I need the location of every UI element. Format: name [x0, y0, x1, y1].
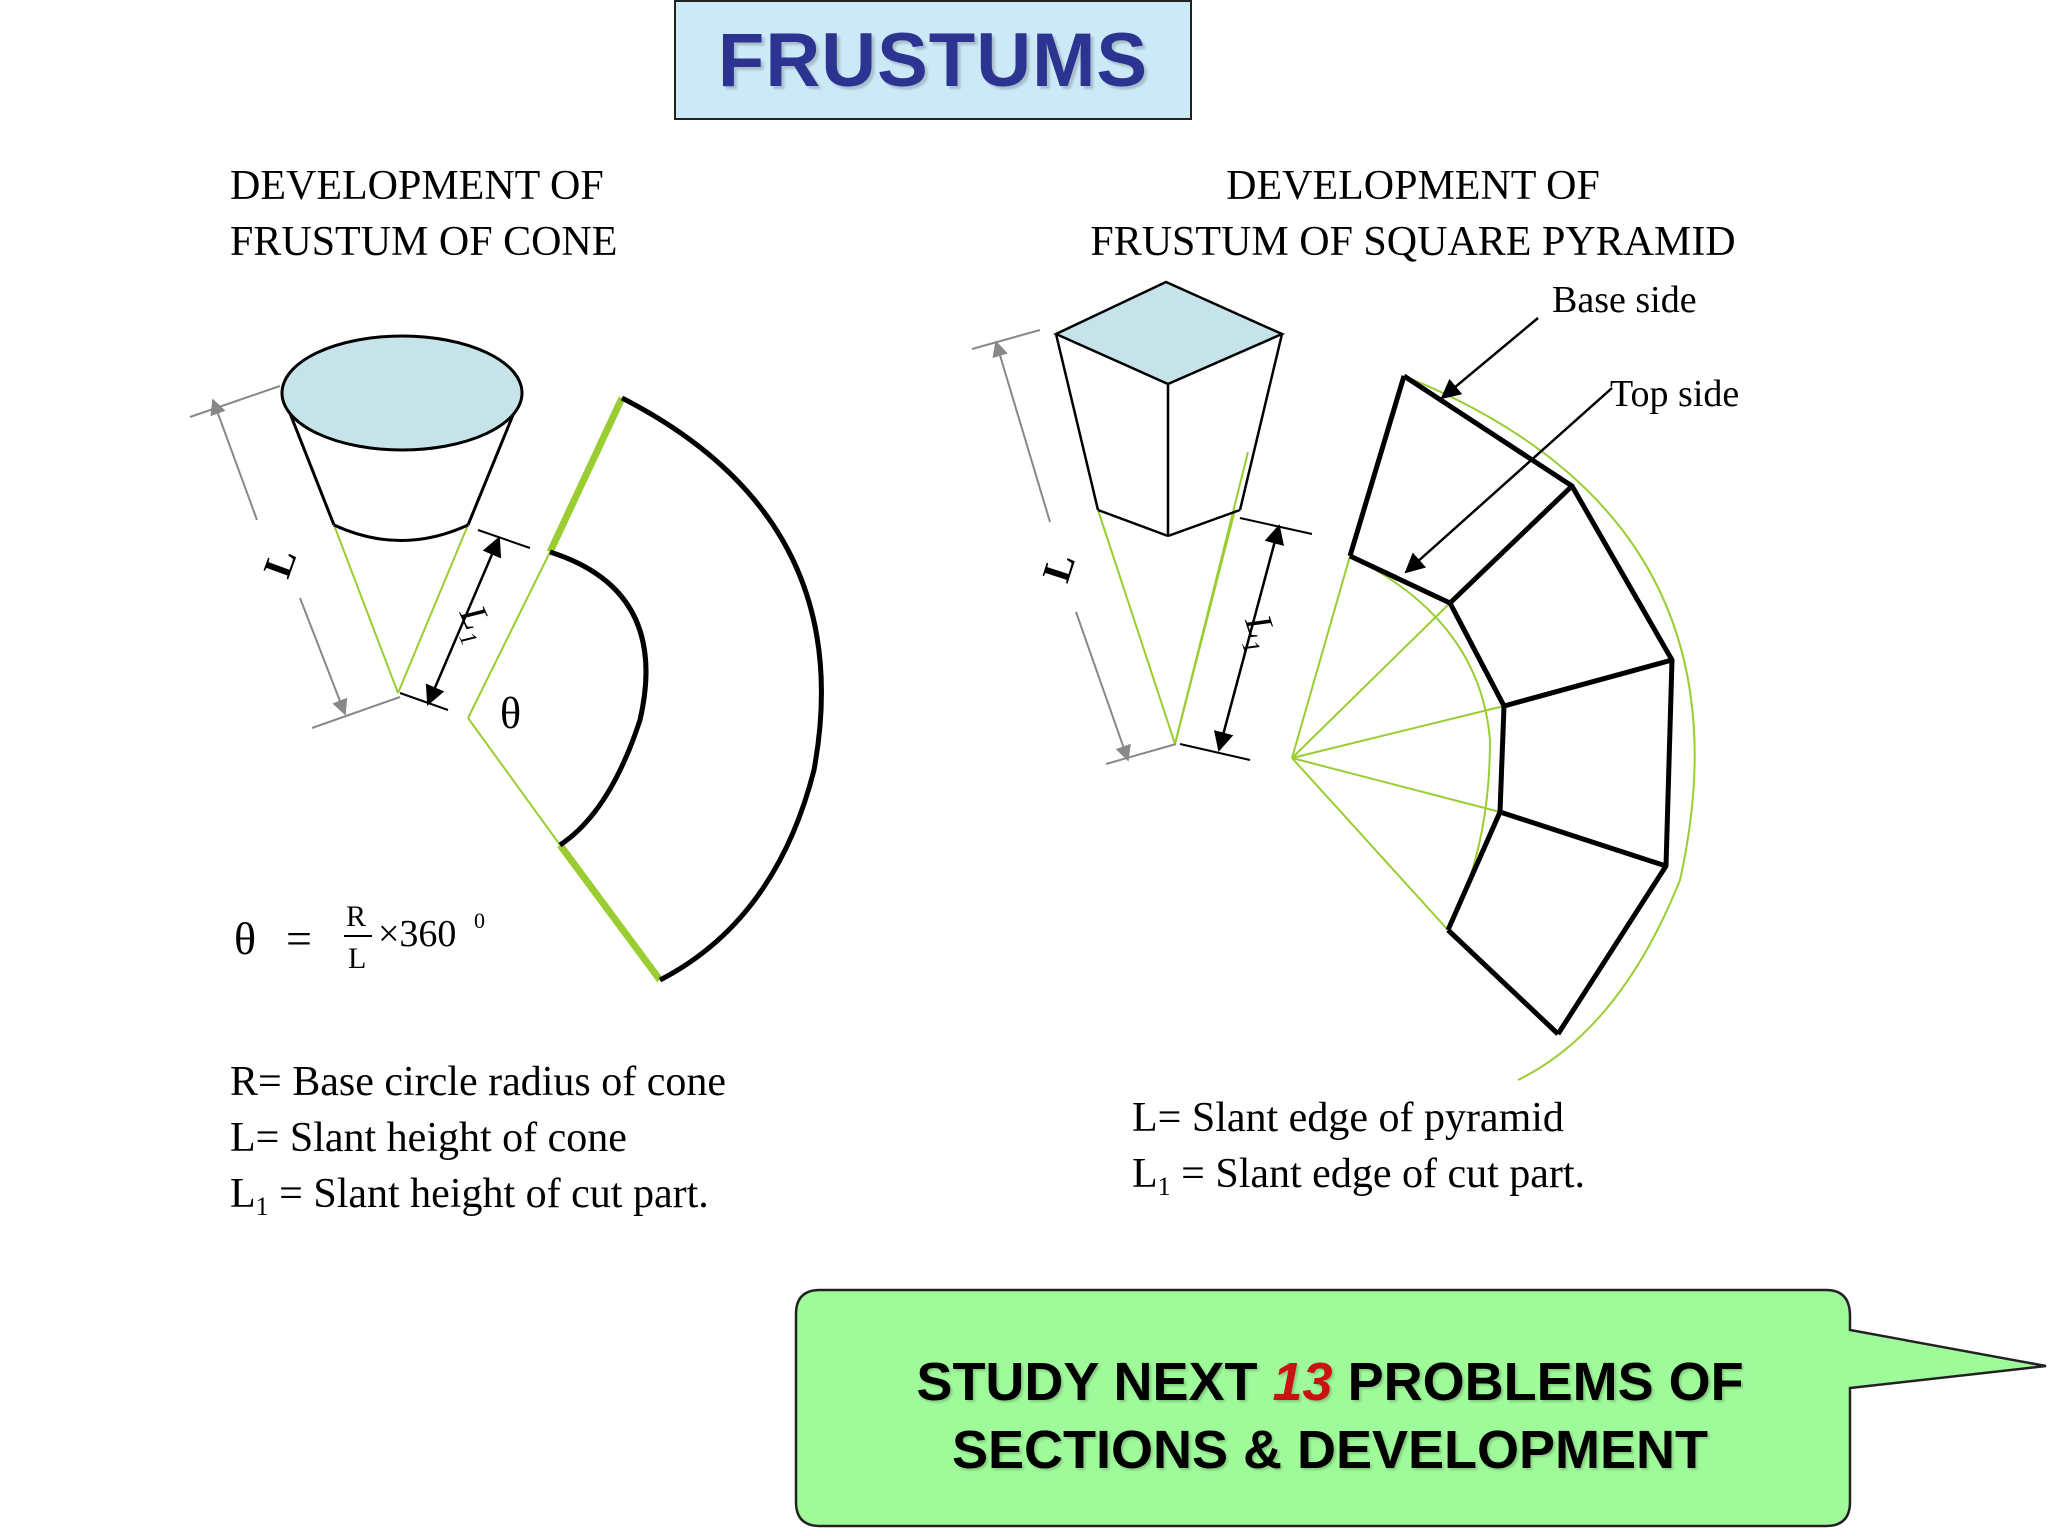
label-top-side: Top side	[1610, 373, 1739, 415]
svg-text:=: =	[286, 913, 312, 964]
callout-number: 13	[1272, 1352, 1333, 1412]
cone-frustum-drawing	[280, 334, 524, 694]
cone-legend-item: R= Base circle radius of cone	[230, 1059, 727, 1105]
cone-label-theta: θ	[500, 689, 521, 738]
cone-formula: θ = R L ×360 0	[234, 900, 485, 975]
cone-legend: R= Base circle radius of cone L= Slant h…	[230, 1054, 726, 1235]
cone-label-L: L	[254, 543, 305, 583]
pyramid-heading-line1: DEVELOPMENT OF	[1226, 163, 1600, 209]
pyramid-legend: L= Slant edge of pyramid L1 = Slant edge…	[1132, 1090, 1585, 1215]
cone-heading-line2: FRUSTUM OF CONE	[230, 219, 618, 265]
callout-line2: SECTIONS & DEVELOPMENT	[951, 1420, 1709, 1480]
cone-label-L1: L1	[444, 599, 503, 650]
callout-text: STUDY NEXT 13 PROBLEMS OF SECTIONS & DEV…	[800, 1348, 1860, 1484]
cone-legend-item: L1 = Slant height of cut part.	[230, 1171, 709, 1221]
pyramid-legend-item: L1 = Slant edge of cut part.	[1132, 1151, 1586, 1201]
pyramid-legend-item: L= Slant edge of pyramid	[1132, 1095, 1564, 1141]
label-base-side: Base side	[1552, 279, 1697, 321]
pyramid-frustum-drawing	[1053, 280, 1286, 745]
cone-heading-line1: DEVELOPMENT OF	[230, 163, 604, 209]
pyramid-label-L1: L1	[1229, 609, 1286, 657]
pyramid-top-face	[1053, 280, 1286, 386]
pyramid-label-L: L	[1033, 548, 1084, 587]
svg-text:×360: ×360	[378, 913, 456, 955]
pyramid-dimension-L1: L1	[1179, 517, 1313, 761]
callout-line1: STUDY NEXT 13 PROBLEMS OF	[916, 1352, 1744, 1412]
pyramid-heading-line2: FRUSTUM OF SQUARE PYRAMID	[1090, 219, 1736, 265]
callout-bubble	[794, 1288, 2047, 1528]
pyramid-development	[1291, 373, 1696, 1081]
cone-heading: DEVELOPMENT OF FRUSTUM OF CONE	[230, 158, 617, 270]
pyramid-heading: DEVELOPMENT OF FRUSTUM OF SQUARE PYRAMID	[1058, 158, 1768, 270]
cone-dimension-L1: L1	[399, 529, 531, 711]
svg-text:0: 0	[474, 908, 485, 933]
svg-text:L: L	[348, 942, 366, 975]
svg-text:R: R	[346, 900, 366, 933]
cone-development-sector: θ	[467, 395, 824, 983]
cone-legend-item: L= Slant height of cone	[230, 1115, 627, 1161]
cone-top-face	[280, 334, 524, 452]
page-title: FRUSTUMS	[717, 17, 1149, 103]
pyramid-leaders: Base side Top side	[1404, 279, 1739, 574]
title-box: FRUSTUMS	[674, 0, 1192, 120]
pyramid-dimension-L: L	[971, 329, 1177, 765]
svg-text:θ: θ	[234, 913, 256, 964]
